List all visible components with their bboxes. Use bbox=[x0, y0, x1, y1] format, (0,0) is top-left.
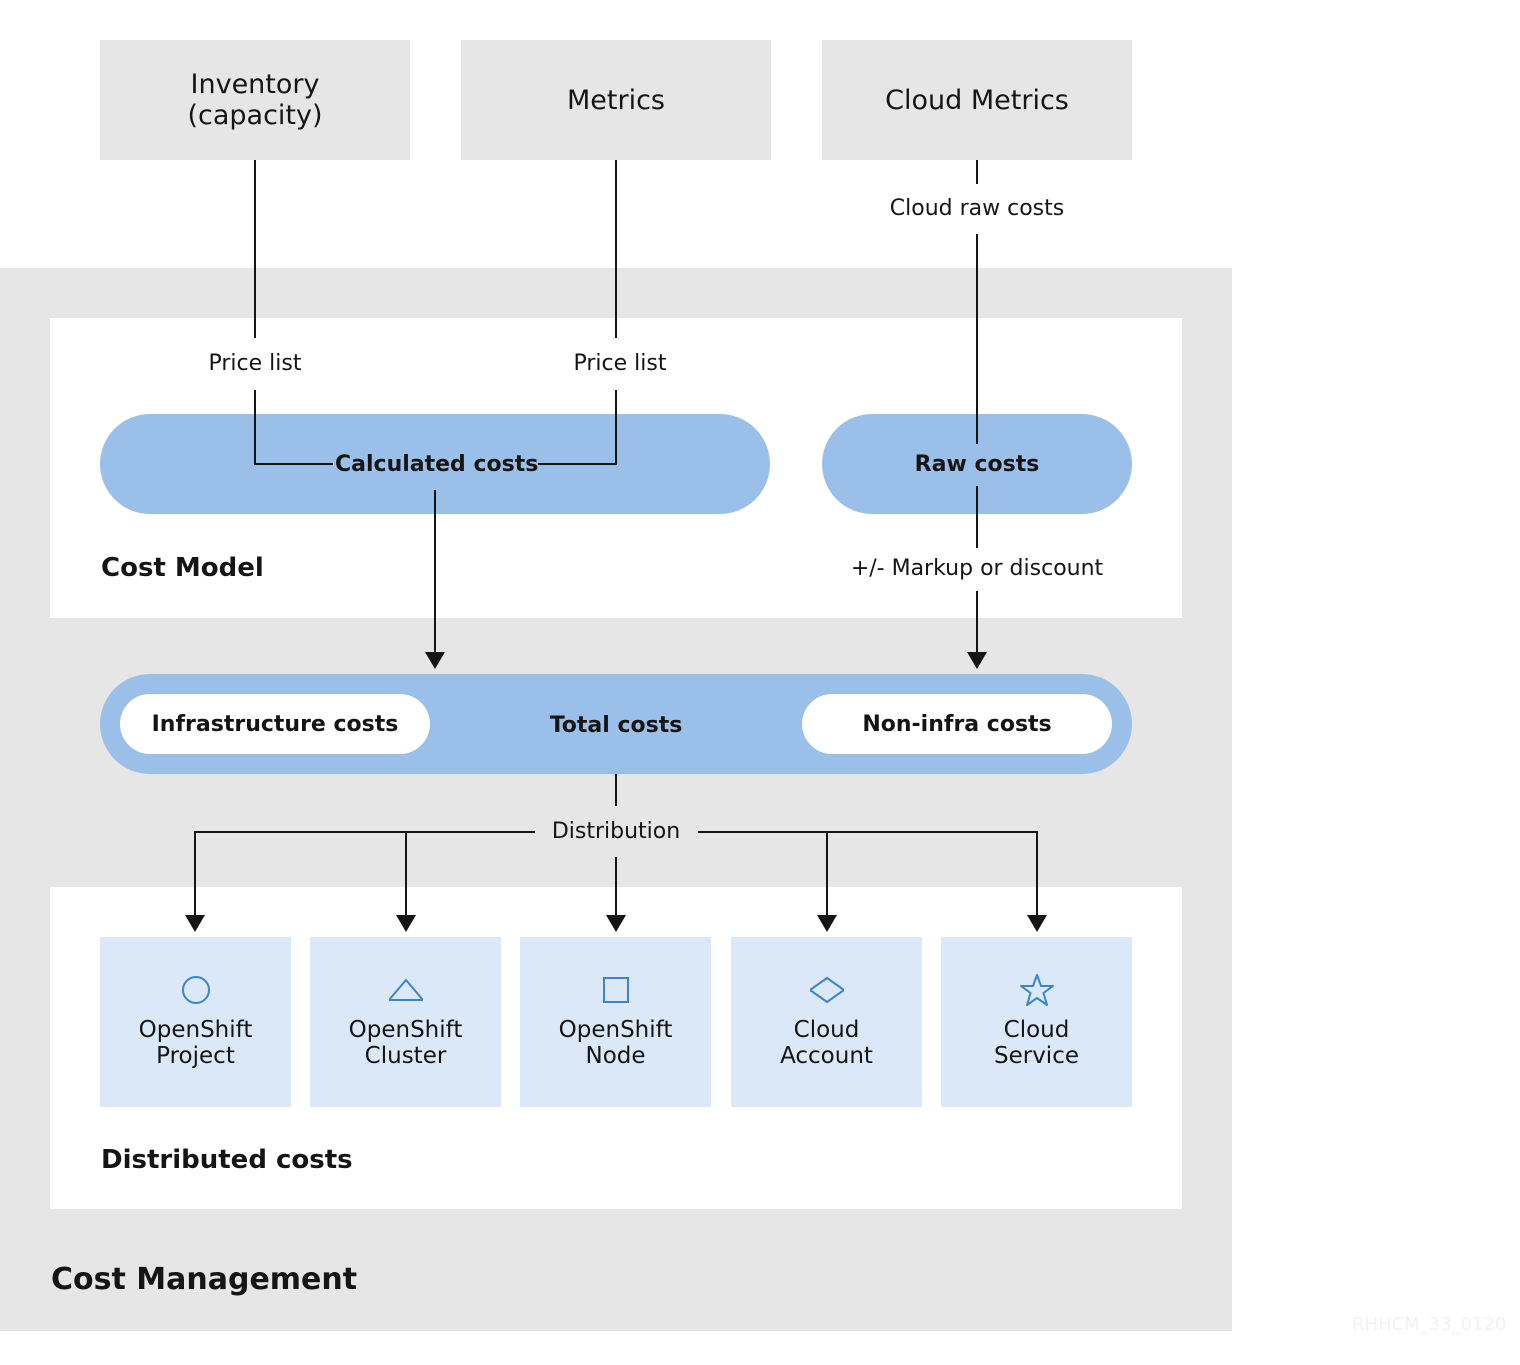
square-icon bbox=[602, 977, 629, 1003]
source-label-cloud-metrics: Cloud Metrics bbox=[885, 84, 1069, 116]
infrastructure-costs-pill: Infrastructure costs bbox=[120, 694, 430, 754]
source-label-inventory: Inventory (capacity) bbox=[187, 69, 323, 131]
non-infra-costs-pill: Non-infra costs bbox=[802, 694, 1112, 754]
arrowhead-cluster bbox=[396, 915, 416, 932]
diamond-icon bbox=[809, 976, 844, 1004]
edge-label-distribution: Distribution bbox=[551, 819, 681, 844]
connector-dist-project bbox=[194, 831, 535, 917]
infrastructure-costs-label: Infrastructure costs bbox=[151, 711, 399, 737]
arrowhead-markup bbox=[967, 652, 987, 669]
source-box-cloud-metrics: Cloud Metrics bbox=[822, 40, 1132, 160]
source-box-metrics: Metrics bbox=[461, 40, 771, 160]
target-openshift-cluster: OpenShift Cluster bbox=[310, 937, 501, 1107]
connector-dist-service bbox=[698, 831, 1038, 917]
target-openshift-node: OpenShift Node bbox=[520, 937, 711, 1107]
circle-icon bbox=[181, 976, 210, 1004]
target-label: OpenShift Project bbox=[138, 1017, 253, 1069]
triangle-icon bbox=[388, 978, 423, 1001]
arrowhead-account bbox=[817, 915, 837, 932]
cost-model-title: Cost Model bbox=[101, 553, 264, 583]
edge-label-price-list-right: Price list bbox=[573, 351, 667, 376]
target-cloud-service: Cloud Service bbox=[941, 937, 1132, 1107]
target-label: Cloud Service bbox=[993, 1017, 1079, 1069]
edge-label-markup: +/- Markup or discount bbox=[850, 556, 1104, 581]
cost-management-title: Cost Management bbox=[51, 1262, 358, 1297]
target-label: OpenShift Node bbox=[558, 1017, 673, 1069]
target-label: Cloud Account bbox=[780, 1017, 873, 1069]
calculated-costs-label: Calculated costs bbox=[335, 452, 539, 477]
arrowhead-service bbox=[1027, 915, 1047, 932]
star-icon bbox=[1019, 974, 1054, 1006]
figure-id-watermark: RHHCM_33_0120 bbox=[1352, 1314, 1507, 1335]
connector-price-list-left bbox=[254, 390, 333, 465]
arrowhead-project bbox=[185, 915, 205, 932]
total-costs-label: Total costs bbox=[549, 713, 683, 738]
connector-price-list-right bbox=[538, 390, 617, 465]
distributed-costs-title: Distributed costs bbox=[101, 1145, 353, 1175]
non-infra-costs-label: Non-infra costs bbox=[862, 711, 1052, 737]
arrowhead-calculated bbox=[425, 652, 445, 669]
target-openshift-project: OpenShift Project bbox=[100, 937, 291, 1107]
arrowhead-node bbox=[606, 915, 626, 932]
source-label-metrics: Metrics bbox=[566, 84, 665, 116]
edge-label-price-list-left: Price list bbox=[208, 351, 302, 376]
raw-costs-label: Raw costs bbox=[914, 452, 1040, 477]
edge-label-cloud-raw-costs: Cloud raw costs bbox=[889, 196, 1065, 221]
source-box-inventory: Inventory (capacity) bbox=[100, 40, 410, 160]
target-label: OpenShift Cluster bbox=[348, 1017, 463, 1069]
target-cloud-account: Cloud Account bbox=[731, 937, 922, 1107]
